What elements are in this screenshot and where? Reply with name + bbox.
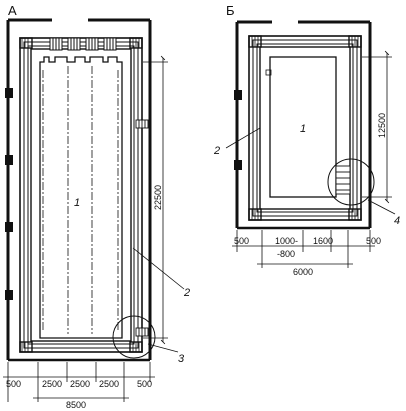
plan-a-detail-circle	[112, 315, 156, 359]
plan-b-dim-sub: -800	[277, 249, 295, 259]
plan-b-leader-4	[367, 199, 396, 215]
plan-a-callout-1: 1	[74, 197, 80, 209]
plan-b-detail-circle	[327, 158, 375, 206]
plan-b-outer-wall	[235, 20, 372, 230]
plan-a-starting-blocks	[49, 37, 117, 51]
plan-a-columns	[5, 88, 13, 300]
plan-b-dim-bottom-1: 1000-	[275, 236, 298, 246]
plan-a-bottom-dimensions	[3, 362, 155, 402]
plan-b-dim-length: 12500	[377, 113, 387, 138]
plan-b-corner-blocks	[248, 35, 362, 221]
plan-b-label: Б	[226, 3, 235, 18]
plan-a-ladders	[135, 119, 149, 337]
plan-a-vertical-dimension	[143, 55, 168, 345]
plan-a-dim-bottom-2: 2500	[70, 379, 90, 389]
plan-b-dim-bottom-2: 1600	[313, 236, 333, 246]
plan-b-bottom-dimensions	[232, 230, 375, 268]
plan-a-dim-bottom-1: 2500	[42, 379, 62, 389]
plan-a-leader-3	[147, 343, 179, 353]
plan-b-pool-basin	[269, 56, 337, 198]
plan-a-pool-shell	[19, 37, 143, 353]
plan-a-dim-total: 8500	[66, 400, 86, 410]
plan-b-callout-1: 1	[300, 123, 306, 135]
plan-a-callout-2: 2	[183, 287, 190, 299]
plan-b: Б	[213, 3, 400, 277]
plan-a-corner-blocks	[19, 37, 143, 353]
plan-b-top-mark	[265, 69, 272, 76]
plan-a-outer-wall	[6, 18, 152, 362]
plan-a-dim-bottom-0: 500	[6, 379, 21, 389]
plan-b-dim-total: 6000	[293, 267, 313, 277]
plan-a-dim-length: 22500	[153, 185, 163, 210]
plan-b-leader-2	[225, 127, 261, 149]
plan-a-callout-3: 3	[178, 353, 185, 365]
plan-b-dim-bottom-0: 500	[234, 236, 249, 246]
plan-a-dim-bottom-4: 500	[137, 379, 152, 389]
plan-a: А	[3, 3, 190, 410]
plan-a-leader-2	[132, 247, 185, 290]
plan-b-dim-bottom-3: 500	[366, 236, 381, 246]
plan-b-callout-2: 2	[213, 145, 220, 157]
plan-b-callout-4: 4	[394, 215, 400, 227]
plan-a-label: А	[8, 3, 17, 18]
plan-b-stairs	[335, 165, 351, 195]
plan-a-dim-bottom-3: 2500	[99, 379, 119, 389]
plan-b-columns	[234, 90, 242, 170]
plan-a-pool-basin	[39, 56, 123, 339]
plan-b-vertical-dimension	[362, 50, 392, 204]
plan-a-lane-lines	[42, 66, 119, 334]
